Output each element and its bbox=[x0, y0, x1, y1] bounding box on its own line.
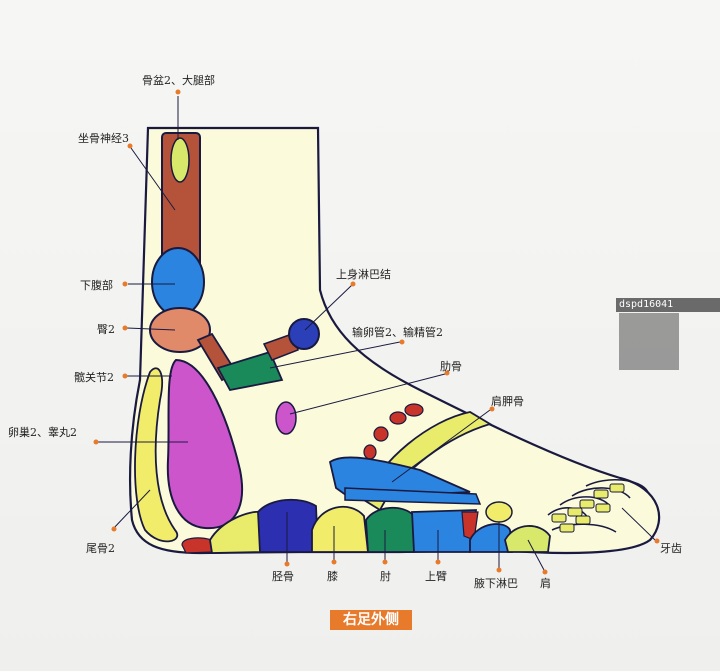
red-dot bbox=[389, 411, 407, 425]
upper-lymph-zone bbox=[288, 318, 320, 350]
coccyx-zone bbox=[134, 367, 178, 543]
oviduct-green-zone bbox=[216, 350, 284, 392]
label-sciatic: 坐骨神经3 bbox=[78, 132, 129, 145]
label-coccyx: 尾骨2 bbox=[86, 542, 115, 555]
label-oviduct: 输卵管2、输精管2 bbox=[352, 326, 443, 339]
ovary-zone bbox=[166, 358, 244, 530]
red-dot bbox=[404, 403, 424, 417]
watermark-id: dspd16041 bbox=[616, 298, 720, 312]
red-dot bbox=[363, 444, 377, 460]
label-upper-lymph: 上身淋巴结 bbox=[336, 268, 391, 281]
label-ovary-testis: 卵巢2、睾丸2 bbox=[8, 426, 77, 439]
label-teeth: 牙齿 bbox=[660, 542, 682, 555]
label-tibia: 胫骨 bbox=[272, 570, 294, 583]
rib-zone bbox=[275, 401, 297, 435]
blue-arm-zone bbox=[344, 487, 482, 505]
buttock-zone bbox=[149, 307, 211, 353]
page-title: 右足外侧 bbox=[330, 610, 412, 630]
label-axillary-lymph: 腋下淋巴 bbox=[474, 577, 518, 590]
foot-outline bbox=[128, 126, 661, 555]
label-shoulder: 肩 bbox=[540, 577, 551, 590]
label-buttock: 臀2 bbox=[97, 323, 115, 336]
label-upper-arm: 上臂 bbox=[425, 570, 447, 583]
shoulder-zone bbox=[504, 525, 551, 553]
label-elbow: 肘 bbox=[380, 570, 391, 583]
label-pelvis-thigh: 骨盆2、大腿部 bbox=[142, 74, 215, 87]
pelvis-zone bbox=[170, 137, 190, 183]
label-rib: 肋骨 bbox=[440, 360, 462, 373]
watermark-seal-icon bbox=[619, 313, 679, 370]
red-dot bbox=[373, 426, 389, 442]
watermark: dspd16041 bbox=[616, 298, 720, 372]
teeth-marks bbox=[551, 483, 625, 533]
label-hip-joint: 髋关节2 bbox=[74, 371, 114, 384]
leader-lines bbox=[98, 96, 656, 571]
elbow-zone bbox=[365, 506, 415, 553]
label-knee: 膝 bbox=[327, 570, 338, 583]
tibia-zone bbox=[257, 498, 319, 553]
label-dots bbox=[93, 89, 660, 575]
lower-abdomen-zone bbox=[151, 247, 205, 317]
label-scapula: 肩胛骨 bbox=[491, 395, 524, 408]
axillary-lymph-zone bbox=[485, 501, 513, 523]
label-lower-abdomen: 下腹部 bbox=[80, 279, 113, 292]
